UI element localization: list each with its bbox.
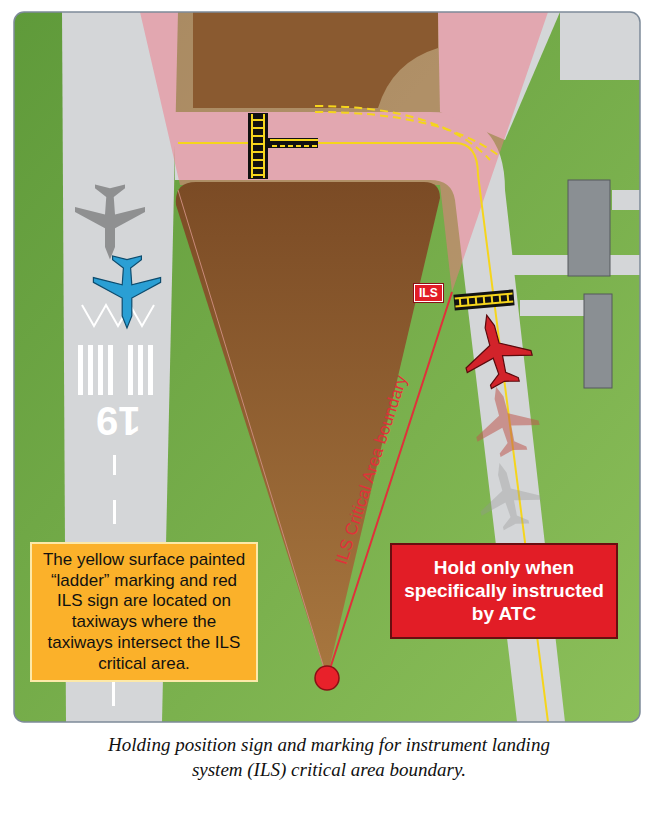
node-text: The yellow surface painted “ladder” mark… xyxy=(42,550,246,674)
note-box: The yellow surface painted “ladder” mark… xyxy=(30,542,258,682)
runway-number: 19 xyxy=(96,398,141,443)
blue-jet xyxy=(93,256,160,328)
ladder-marking xyxy=(453,289,514,310)
boundary-label: ILS Critical Area boundary xyxy=(332,373,412,567)
localizer-antenna xyxy=(315,666,339,690)
panel-frame xyxy=(14,12,640,722)
building xyxy=(568,180,610,276)
localizer-area xyxy=(193,12,438,108)
warning-box: Hold only when specifically instructed b… xyxy=(390,543,618,639)
figure-caption: Holding position sign and marking for in… xyxy=(89,733,569,782)
ils-sign: ILS xyxy=(414,284,443,302)
red-jet xyxy=(454,307,538,394)
node-text: Hold only when specifically instructed b… xyxy=(404,557,604,625)
node-text: ILS xyxy=(419,286,438,300)
